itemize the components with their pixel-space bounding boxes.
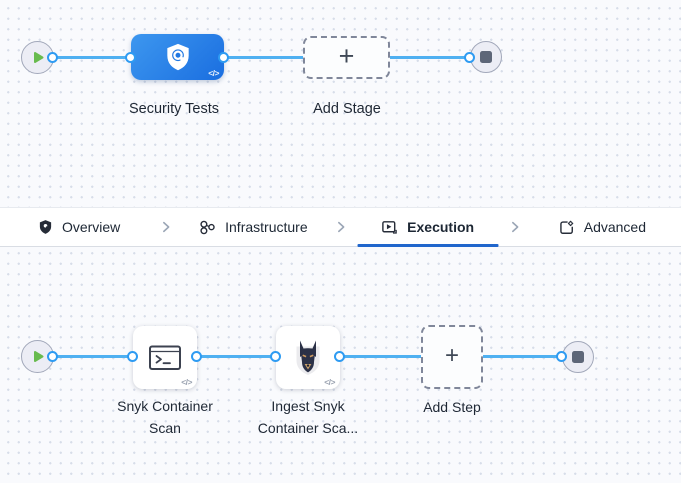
step-name-label: Ingest Snyk Container Sca... xyxy=(257,398,359,436)
stage-name-label: Security Tests xyxy=(129,101,219,117)
yaml-code-icon[interactable]: </> xyxy=(181,377,192,387)
tab-label: Infrastructure xyxy=(225,219,308,235)
chevron-right-icon xyxy=(507,208,523,246)
plus-icon: + xyxy=(338,40,355,71)
step-card-snyk-container-scan[interactable]: </> xyxy=(133,326,197,389)
add-step-label: Add Step xyxy=(423,399,481,415)
port-start-out[interactable] xyxy=(47,52,58,63)
add-step-button[interactable]: + xyxy=(421,325,483,389)
step-card-ingest-snyk[interactable]: </> xyxy=(276,326,340,389)
tab-label: Overview xyxy=(61,219,121,235)
terminal-icon xyxy=(147,343,183,373)
security-shield-icon xyxy=(162,41,194,73)
tab-label: Advanced xyxy=(583,219,647,235)
shield-icon xyxy=(38,219,53,235)
add-stage-label: Add Stage xyxy=(313,101,381,117)
execution-end-node xyxy=(562,341,594,373)
port-step2-out[interactable] xyxy=(334,351,345,362)
chevron-right-icon xyxy=(333,208,349,246)
stage-config-tabs: Overview Infrastructure xyxy=(0,207,681,247)
tab-advanced[interactable]: Advanced xyxy=(523,208,681,246)
active-tab-underline xyxy=(357,244,499,247)
stage-edge-line xyxy=(37,56,486,59)
tab-label: Execution xyxy=(407,219,475,235)
port-end-in[interactable] xyxy=(464,52,475,63)
chevron-right-icon xyxy=(158,208,174,246)
port-start-out[interactable] xyxy=(47,351,58,362)
tab-execution[interactable]: Execution xyxy=(349,208,507,247)
snyk-dog-icon xyxy=(291,339,325,377)
play-icon xyxy=(29,348,46,365)
add-stage-button[interactable]: + xyxy=(303,36,390,79)
tab-infrastructure[interactable]: Infrastructure xyxy=(174,208,332,246)
execution-canvas: </> </> + xyxy=(0,245,681,483)
port-end-in[interactable] xyxy=(556,351,567,362)
port-stage-in[interactable] xyxy=(125,52,136,63)
play-icon xyxy=(29,49,46,66)
doc-gear-icon xyxy=(558,219,575,236)
play-box-icon xyxy=(381,219,398,236)
port-stage-out[interactable] xyxy=(218,52,229,63)
port-step1-in[interactable] xyxy=(127,351,138,362)
yaml-code-icon[interactable]: </> xyxy=(324,377,335,387)
stop-icon xyxy=(480,51,492,63)
hierarchy-icon xyxy=(199,219,216,236)
port-step1-out[interactable] xyxy=(191,351,202,362)
tab-overview[interactable]: Overview xyxy=(0,208,158,246)
step-name-label: Snyk Container Scan xyxy=(117,398,213,436)
stage-card-security-tests[interactable]: </> xyxy=(131,34,224,80)
port-step2-in[interactable] xyxy=(270,351,281,362)
stop-icon xyxy=(572,351,584,363)
stage-canvas: </> + Security Tests Add Stage xyxy=(0,0,681,207)
yaml-code-icon[interactable]: </> xyxy=(208,68,219,78)
plus-icon: + xyxy=(444,341,459,369)
